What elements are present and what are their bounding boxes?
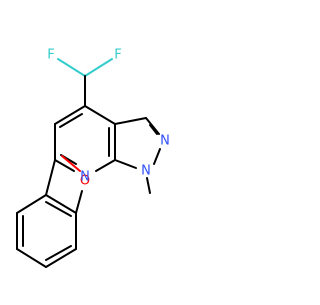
bond-c4-c5-inner [59,113,83,128]
bond-n7-c7a [95,159,116,172]
bond-cf1 [57,58,86,77]
bond-ar6-ar1-inner [45,201,72,217]
bond-ar3-ar4 [16,248,47,268]
bond-c4-c5 [54,105,86,125]
bond-n1-methyl [146,177,151,194]
bond-ar6-ar1 [45,194,77,214]
oxygen-atom: O [80,174,90,189]
fluorine-atom-1: F [47,48,54,63]
molecule-structure: F F O N N N [0,0,300,300]
bond-ar4-ar5-inner [45,245,72,261]
bonds [16,58,161,268]
bond-n1-c7a [114,159,137,169]
bond-c3-n2-inner [149,124,158,135]
bond-c3-n2 [145,117,160,135]
bond-ar1-ar2 [16,194,47,214]
nitrogen-atom-methyl: N [141,164,151,179]
bond-c4-c3a [84,105,116,125]
nitrogen-atom-pyrazole: N [160,134,170,149]
bond-ar4-ar5 [45,248,77,268]
bond-c6-aryl [45,159,56,196]
atom-labels: F F O N N N [47,48,170,189]
bond-c3a-c3 [114,117,147,125]
fluorine-atom-2: F [114,48,121,63]
background [0,0,300,300]
bond-cf2 [84,58,113,77]
structure-canvas: F F O N N N [0,0,300,300]
bond-c6-n7 [54,159,75,172]
nitrogen-atom-pyridine: N [80,170,90,185]
bond-n2-n1 [153,148,161,165]
bond-o-ch3 [61,155,81,172]
bond-ar6-o [75,190,83,214]
